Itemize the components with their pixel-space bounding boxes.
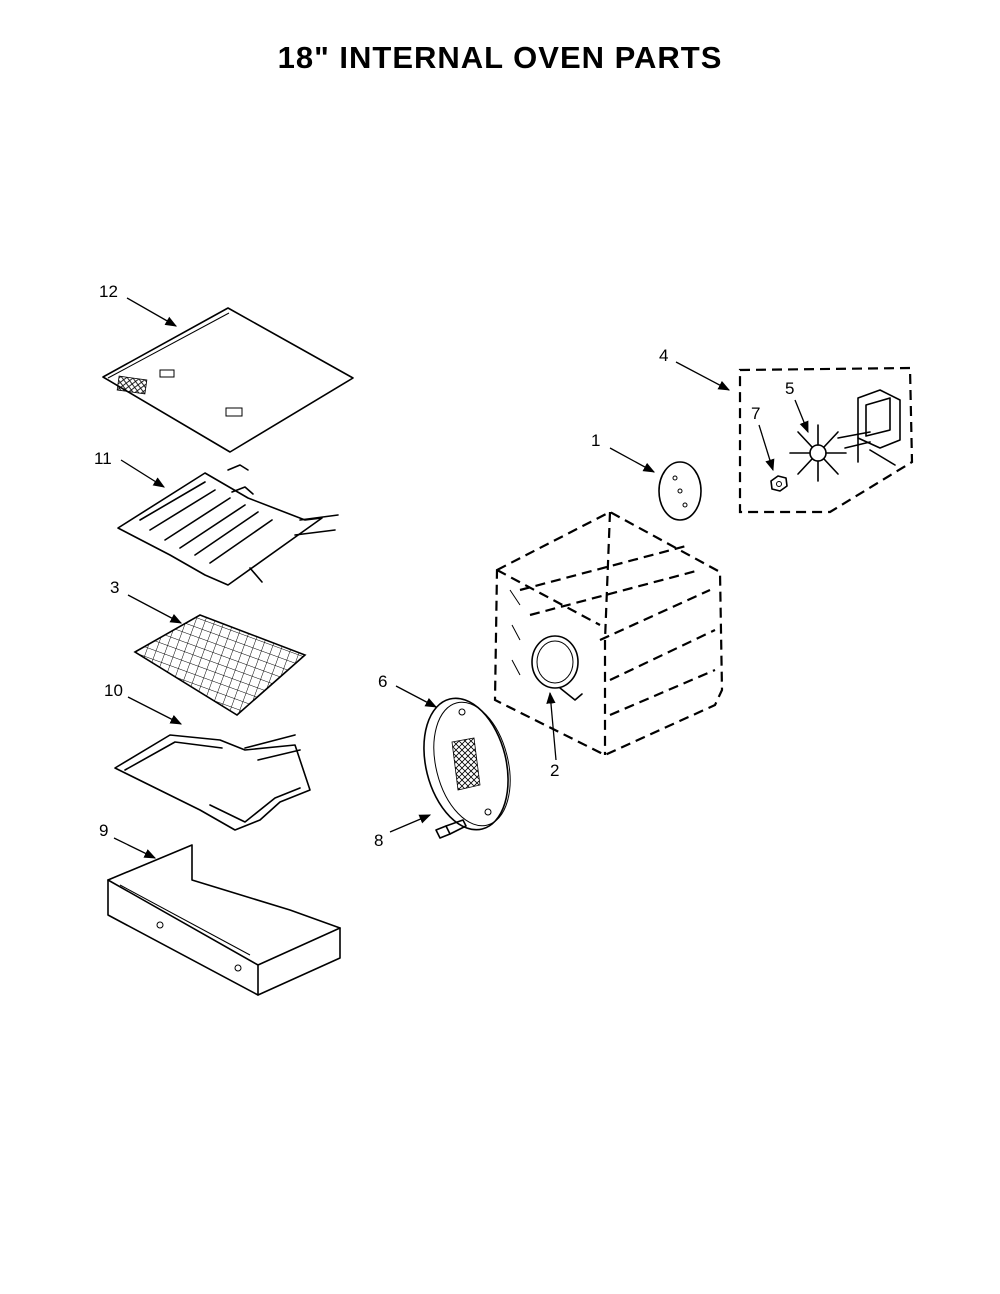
part-11-broil-element bbox=[117, 464, 339, 586]
leader-arrows bbox=[113, 297, 809, 859]
callout-12: 12 bbox=[99, 282, 118, 301]
part-8-screw bbox=[435, 819, 467, 839]
part-1-fan-plate bbox=[658, 461, 702, 521]
callout-1: 1 bbox=[591, 431, 601, 450]
callout-5: 5 bbox=[785, 379, 795, 398]
callout-11: 11 bbox=[94, 449, 112, 468]
callout-3: 3 bbox=[110, 578, 120, 597]
part-9-drip-tray bbox=[107, 844, 341, 996]
callout-2: 2 bbox=[550, 761, 560, 780]
oven-cavity bbox=[493, 510, 724, 757]
part-12-bottom-cover bbox=[102, 307, 354, 453]
callout-10: 10 bbox=[104, 681, 123, 700]
callout-9: 9 bbox=[99, 821, 109, 840]
part-5-fan-blade bbox=[789, 424, 847, 482]
callout-8: 8 bbox=[374, 831, 384, 850]
part-3-oven-rack bbox=[133, 614, 307, 716]
part-4-convection-fan-assembly bbox=[738, 366, 914, 514]
page-title: 18" INTERNAL OVEN PARTS bbox=[277, 40, 723, 75]
callout-4: 4 bbox=[659, 346, 669, 365]
callout-6: 6 bbox=[378, 672, 388, 691]
part-10-bake-element bbox=[114, 734, 311, 831]
part-7-nut bbox=[770, 475, 788, 492]
callout-7: 7 bbox=[751, 404, 761, 423]
part-6-fan-cover bbox=[423, 697, 511, 831]
